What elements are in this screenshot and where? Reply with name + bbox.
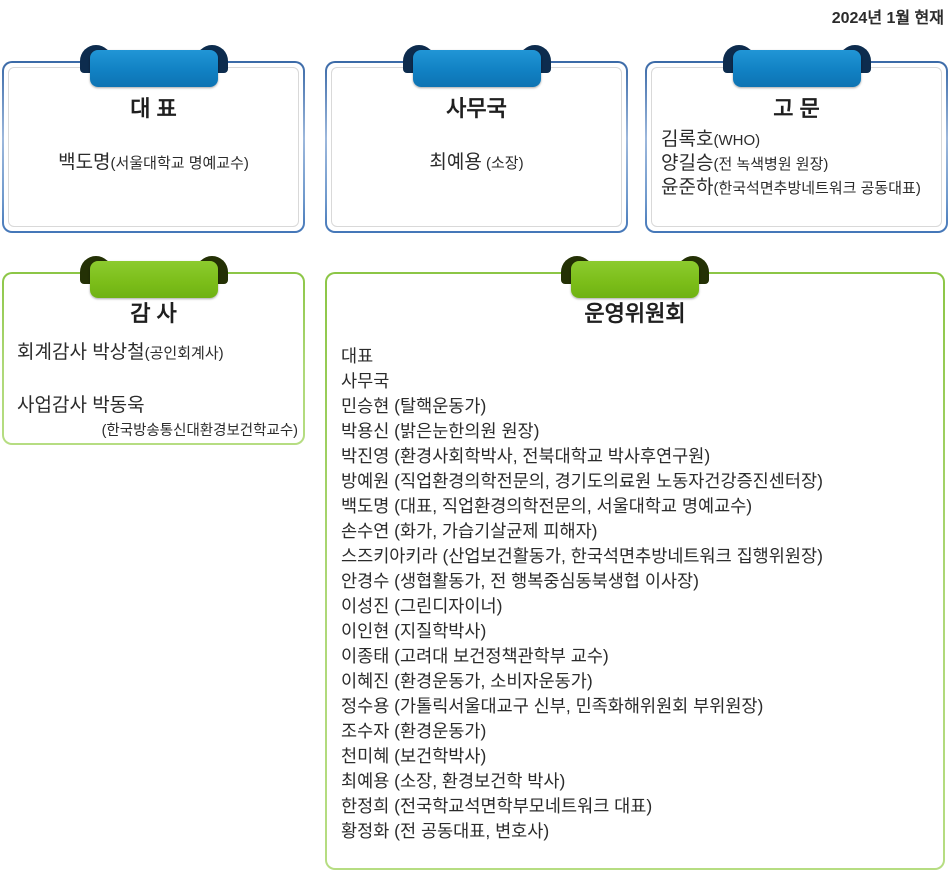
card-secretariat: 사무국 최예용 (소장): [325, 45, 628, 233]
member-name: 회계감사 박상철: [17, 342, 145, 363]
ribbon-tab-blue: [722, 45, 871, 89]
card-steering-committee: 운영위원회 대표 사무국 민승현 (탈핵운동가) 박용신 (밝은눈한의원 원장)…: [325, 256, 945, 870]
card-background: [327, 63, 626, 231]
steering-member: 정수용 (가톨릭서울대교구 신부, 민족화해위원회 부위원장): [341, 696, 764, 716]
steering-member: 최예용 (소장, 환경보건학 박사): [341, 771, 566, 791]
member-role: (공인회계사): [144, 345, 224, 362]
member-name: 윤준하: [661, 177, 714, 198]
steering-member: 박용신 (밝은눈한의원 원장): [341, 421, 540, 441]
steering-member: 스즈키아키라 (산업보건활동가, 한국석면추방네트워크 집행위원장): [341, 546, 823, 566]
member-role: (WHO): [713, 132, 761, 149]
steering-member: 이성진 (그린디자이너): [341, 596, 503, 616]
steering-member: 황정화 (전 공동대표, 변호사): [341, 821, 550, 841]
card-title: 운영위원회: [584, 301, 686, 326]
steering-member: 안경수 (생협활동가, 전 행복중심동북생협 이사장): [341, 571, 699, 591]
card-auditors: 감 사 회계감사 박상철(공인회계사) 사업감사 박동욱 (한국방송통신대환경보…: [2, 256, 305, 445]
steering-member: 방예원 (직업환경의학전문의, 경기도의료원 노동자건강증진센터장): [341, 471, 823, 491]
member-role: (한국석면추방네트워크 공동대표): [713, 180, 921, 197]
member-line: 양길승(전 녹색병원 원장): [661, 152, 946, 176]
card-background: [647, 63, 946, 231]
steering-member: 한정희 (전국학교석면학부모네트워크 대표): [341, 796, 653, 816]
auditor-line-business-role: (한국방송통신대환경보건학교수): [101, 423, 298, 439]
advisor-list: 김록호(WHO) 양길승(전 녹색병원 원장) 윤준하(한국석면추방네트워크 공…: [647, 128, 946, 200]
member-line: 김록호(WHO): [661, 128, 946, 152]
steering-member: 민승현 (탈핵운동가): [341, 396, 487, 416]
member-line: 최예용 (소장): [327, 147, 626, 174]
card-representative: 대 표 백도명(서울대학교 명예교수): [2, 45, 305, 233]
ribbon-tab-green: [561, 256, 709, 300]
steering-member: 사무국: [341, 371, 390, 391]
card-background: [327, 274, 943, 868]
auditor-line-business: 사업감사 박동욱: [4, 390, 303, 417]
card-title: 감 사: [130, 301, 177, 326]
member-role: (소장): [481, 155, 524, 172]
ribbon-band: [732, 50, 861, 87]
steering-member: 대표: [341, 346, 374, 366]
member-name: 최예용: [429, 152, 482, 173]
member-name: 김록호: [661, 129, 714, 150]
steering-member: 박진영 (환경사회학박사, 전북대학교 박사후연구원): [341, 446, 711, 466]
card-title: 대 표: [130, 96, 177, 121]
ribbon-tab-green: [79, 256, 228, 300]
steering-member-list: 대표 사무국 민승현 (탈핵운동가) 박용신 (밝은눈한의원 원장) 박진영 (…: [327, 344, 943, 844]
ribbon-band: [89, 261, 218, 298]
ribbon-band: [89, 50, 218, 87]
card-title: 사무국: [446, 96, 507, 121]
steering-member: 조수자 (환경운동가): [341, 721, 487, 741]
steering-member: 이종태 (고려대 보건정책관학부 교수): [341, 646, 609, 666]
as-of-date: 2024년 1월 현재: [831, 10, 944, 27]
card-title: 고 문: [773, 96, 820, 121]
ribbon-band: [571, 261, 699, 298]
member-line: 윤준하(한국석면추방네트워크 공동대표): [661, 176, 946, 200]
ribbon-tab-blue: [79, 45, 228, 89]
member-name: 백도명: [58, 152, 111, 173]
member-name: 사업감사 박동욱: [17, 395, 145, 416]
member-role: (전 녹색병원 원장): [713, 156, 829, 173]
steering-member: 백도명 (대표, 직업환경의학전문의, 서울대학교 명예교수): [341, 496, 753, 516]
steering-member: 이인현 (지질학박사): [341, 621, 487, 641]
member-role: (서울대학교 명예교수): [110, 155, 249, 172]
card-advisors: 고 문 김록호(WHO) 양길승(전 녹색병원 원장) 윤준하(한국석면추방네트…: [645, 45, 948, 233]
card-background: [4, 274, 303, 443]
card-background: [4, 63, 303, 231]
steering-member: 천미혜 (보건학박사): [341, 746, 487, 766]
member-line: 백도명(서울대학교 명예교수): [4, 147, 303, 174]
ribbon-tab-blue: [402, 45, 551, 89]
auditor-line-accounting: 회계감사 박상철(공인회계사): [4, 337, 303, 364]
steering-member: 손수연 (화가, 가습기살균제 피해자): [341, 521, 598, 541]
ribbon-band: [412, 50, 541, 87]
member-name: 양길승: [661, 153, 714, 174]
steering-member: 이혜진 (환경운동가, 소비자운동가): [341, 671, 593, 691]
